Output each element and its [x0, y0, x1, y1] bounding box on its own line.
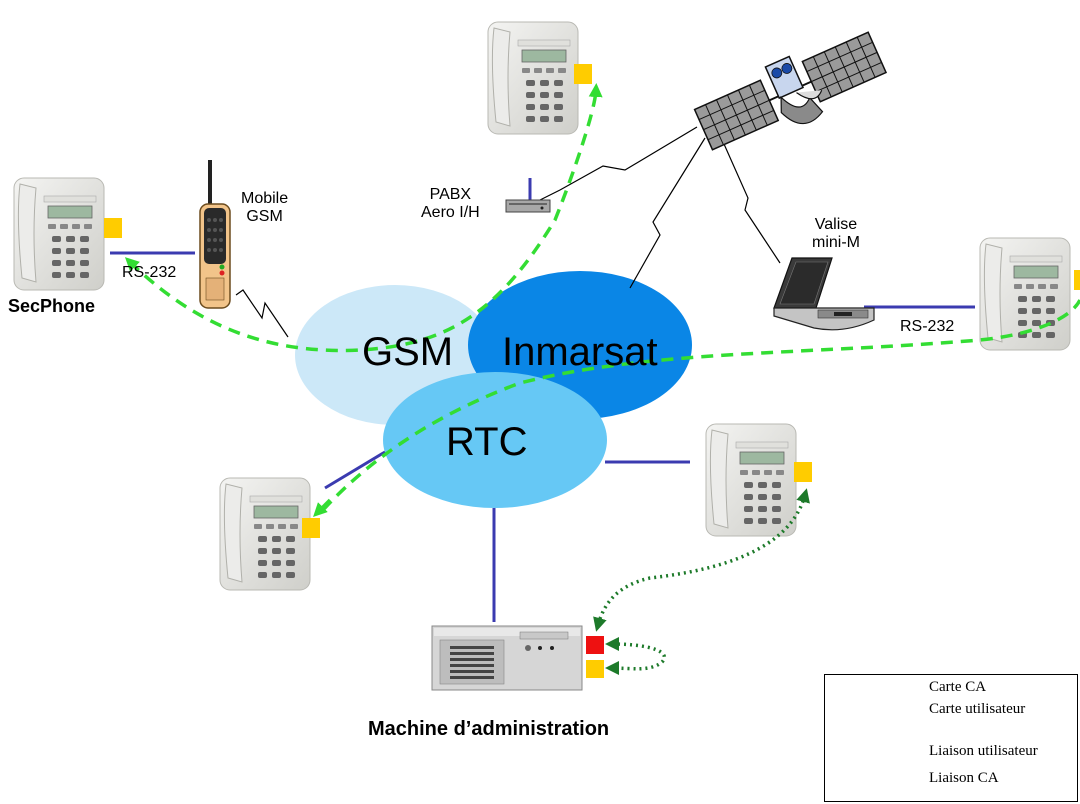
- mobile-gsm-label: Mobile GSM: [241, 190, 289, 226]
- rtc-cloud: [383, 372, 607, 508]
- legend-label: Carte utilisateur: [929, 701, 1026, 717]
- legend-item-user-link: Liaison utilisateur: [825, 742, 1077, 764]
- legend-label: Liaison utilisateur: [929, 743, 1038, 759]
- desk-phone-left: [13, 177, 105, 291]
- legend-label: Liaison CA: [929, 770, 999, 786]
- legend-item-ca-link: Liaison CA: [825, 769, 1077, 791]
- ca-links: [593, 488, 810, 676]
- secphone-label: SecPhone: [8, 296, 96, 316]
- ca-card: [586, 636, 604, 654]
- inmarsat-label: Inmarsat: [502, 330, 658, 374]
- rs232-right-label: RS-232: [900, 318, 955, 335]
- user-links: [124, 83, 1080, 512]
- pabx-icon: [505, 199, 551, 213]
- legend-label: Carte CA: [929, 679, 987, 695]
- valise-minim-icon: [773, 257, 875, 331]
- machine-label: Machine d’administration: [368, 718, 610, 740]
- pabx-label: PABX Aero I/H: [421, 186, 480, 222]
- user-cards: [104, 64, 1080, 538]
- desk-phone-bottom-right: [705, 423, 797, 537]
- legend: Carte CA Carte utilisateur Liaison utili…: [824, 674, 1078, 802]
- valise-label: Valise mini-M: [812, 216, 860, 252]
- desk-phone-top: [487, 21, 579, 135]
- desk-phone-bottom-left: [219, 477, 311, 591]
- gsm-label: GSM: [362, 330, 454, 374]
- legend-item-user-card: Carte utilisateur: [825, 700, 1077, 722]
- mobile-gsm-icon: [199, 160, 231, 309]
- satellite-icon: [693, 31, 888, 151]
- legend-item-ca-card: Carte CA: [825, 678, 1077, 700]
- admin-user-card: [586, 660, 604, 678]
- admin-machine-icon: [431, 625, 583, 691]
- rs232-left-label: RS-232: [122, 264, 177, 281]
- rtc-label: RTC: [446, 420, 528, 464]
